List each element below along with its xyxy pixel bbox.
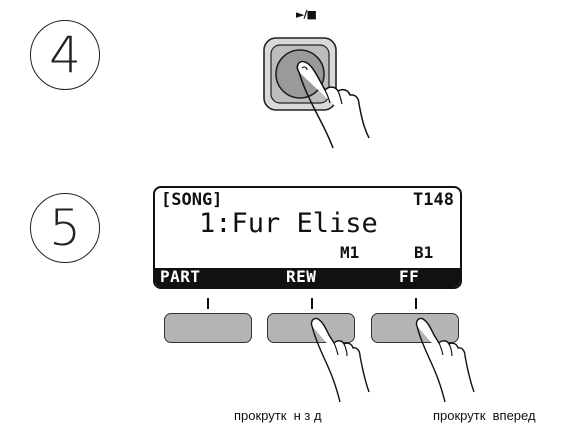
ff-leader-line [415, 298, 417, 309]
pressing-hand-icon [296, 60, 370, 149]
softkey-label-ff: FF [399, 267, 420, 286]
forward-caption: прокрутк вперед [433, 408, 536, 423]
softkey-bar: PART REW FF [155, 267, 460, 287]
step-4-number: 4 [30, 20, 100, 90]
step-5-number: 5 [30, 193, 100, 263]
step-4-digit: 4 [49, 26, 81, 84]
display-tempo: T148 [413, 190, 454, 210]
play-stop-icon: ►/■ [296, 8, 317, 21]
display-measure: M1 [340, 243, 360, 262]
ff-button[interactable] [371, 313, 459, 343]
rewind-caption: прокрутк н з д [234, 408, 322, 423]
display-song-name: 1:Fur Elise [199, 208, 378, 239]
display-beat: B1 [414, 243, 434, 262]
softkey-label-rew: REW [286, 267, 317, 286]
rew-leader-line [311, 298, 313, 309]
softkey-label-part: PART [160, 267, 201, 286]
pressing-hand-icon [310, 317, 370, 403]
part-leader-line [207, 298, 209, 309]
lcd-display: [SONG] T148 1:Fur Elise M1 B1 PART REW F… [153, 186, 462, 289]
rew-button[interactable] [267, 313, 355, 343]
part-button[interactable] [164, 313, 252, 343]
pressing-hand-icon [415, 317, 475, 403]
step-5-digit: 5 [49, 199, 81, 257]
display-mode: [SONG] [161, 190, 223, 210]
